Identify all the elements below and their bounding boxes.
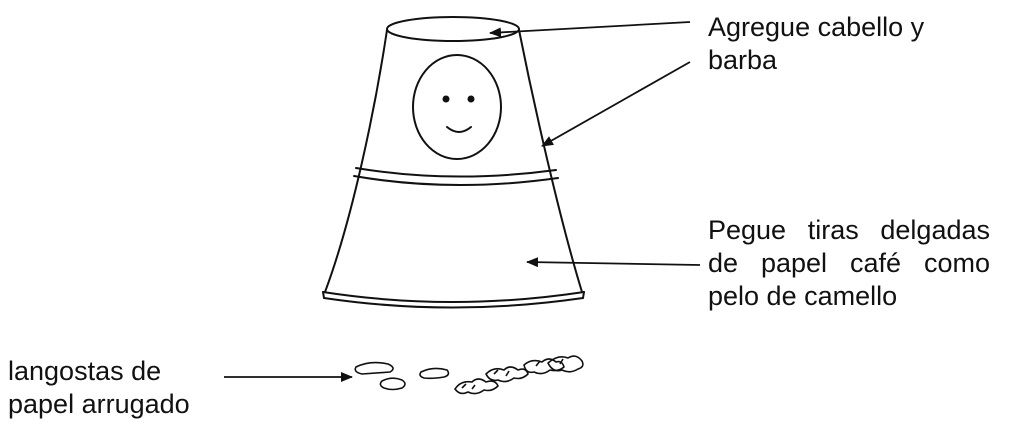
label-paper-strips-line: pelo de camello: [708, 281, 898, 311]
locust-3: [419, 367, 450, 380]
face-left-eye: [442, 95, 450, 103]
cup-right-side: [518, 29, 583, 293]
cup-bottom-rim-inner: [323, 297, 584, 309]
face-right-eye: [467, 95, 475, 103]
face-outline: [412, 54, 502, 160]
locust-6: [523, 358, 565, 375]
label-paper-strips-line: de papel café como: [708, 248, 990, 278]
label-hair-beard-line: barba: [708, 45, 778, 75]
cup-band-bottom: [353, 175, 559, 187]
arrow-to-cup-body: [526, 257, 701, 268]
cup-rim: [386, 16, 520, 42]
callout-arrows: [224, 21, 701, 382]
paper-locusts: [354, 355, 584, 395]
locust-1: [354, 361, 394, 375]
locust-4: [454, 378, 499, 395]
face-smile: [446, 126, 472, 133]
label-paper-strips: Pegue tiras delgadas de papel café como …: [708, 214, 990, 313]
label-paper-strips-line: Pegue tiras delgadas: [708, 215, 990, 245]
cup-bottom-rim: [322, 291, 585, 303]
locust-2: [379, 377, 406, 391]
cup-left-side: [324, 29, 388, 293]
cup-band-top: [355, 167, 557, 178]
arrow-to-side: [541, 61, 691, 147]
locust-5: [485, 366, 529, 383]
label-locusts-line: langostas de: [8, 356, 162, 386]
label-locusts-line: papel arrugado: [8, 389, 190, 419]
locust-7: [547, 355, 584, 373]
paper-cup: [322, 16, 585, 309]
arrow-to-rim: [489, 21, 691, 38]
label-hair-beard-line: Agregue cabello y: [708, 12, 925, 42]
label-locusts: langostas de papel arrugado: [8, 355, 248, 421]
label-hair-beard: Agregue cabello y barba: [708, 11, 1008, 77]
